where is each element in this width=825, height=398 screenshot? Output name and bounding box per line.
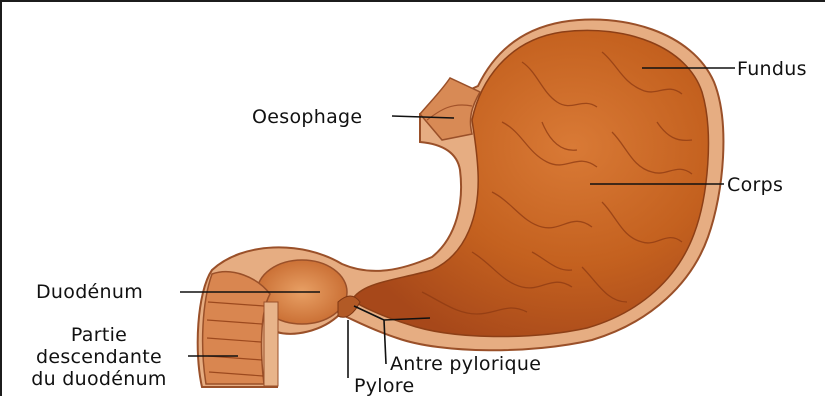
label-partie-descendante: Partie descendante du duodénum [14,324,184,390]
label-corps: Corps [727,174,783,196]
label-oesophage: Oesophage [252,106,362,128]
label-antre-pylorique: Antre pylorique [390,353,541,375]
label-partie-line3: du duodénum [14,368,184,390]
duodenum-wall-cut [264,302,278,386]
label-duodenum: Duodénum [36,281,143,303]
label-partie-line2: descendante [14,346,184,368]
label-fundus: Fundus [737,58,807,80]
label-partie-line1: Partie [14,324,184,346]
descending-duodenum [203,272,270,384]
label-pylore: Pylore [354,375,415,397]
